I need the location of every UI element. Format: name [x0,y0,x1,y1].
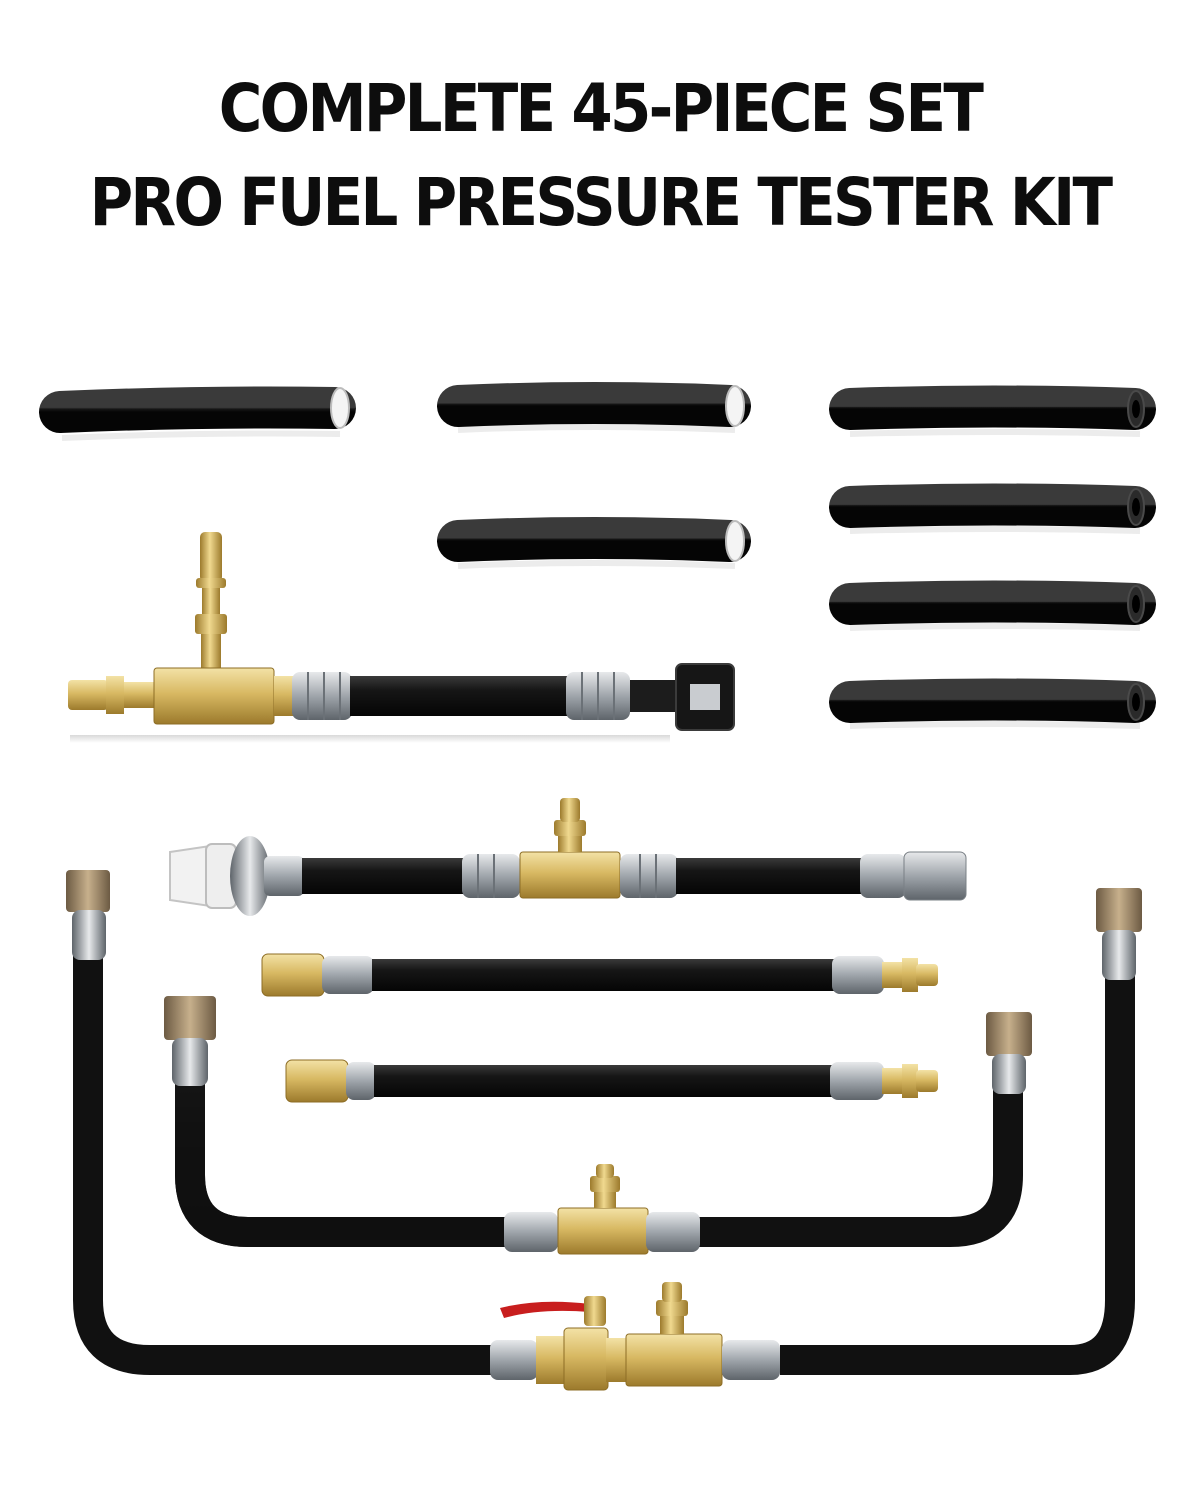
tee-adapter-with-quick-connector [68,532,735,743]
hose-segment [829,483,1156,534]
u-shaped-valve-line [66,870,1142,1391]
u-shaped-tee-line [164,996,1032,1255]
brass-adapter-line [285,1059,938,1103]
hose-segment [829,580,1156,631]
hose-segment [437,382,751,433]
product-heading: COMPLETE 45-PIECE SET PRO FUEL PRESSURE … [60,62,1140,250]
valve-handle-icon [500,1296,606,1326]
hose-segment [829,678,1156,729]
heading-line-1: COMPLETE 45-PIECE SET [218,70,984,147]
heading-line-2: PRO FUEL PRESSURE TESTER KIT [89,164,1113,241]
dual-port-tee-line [169,798,967,916]
hose-segment [437,517,751,569]
hose-segment [829,385,1156,437]
hose-segment [39,386,356,441]
brass-adapter-line [261,953,938,997]
